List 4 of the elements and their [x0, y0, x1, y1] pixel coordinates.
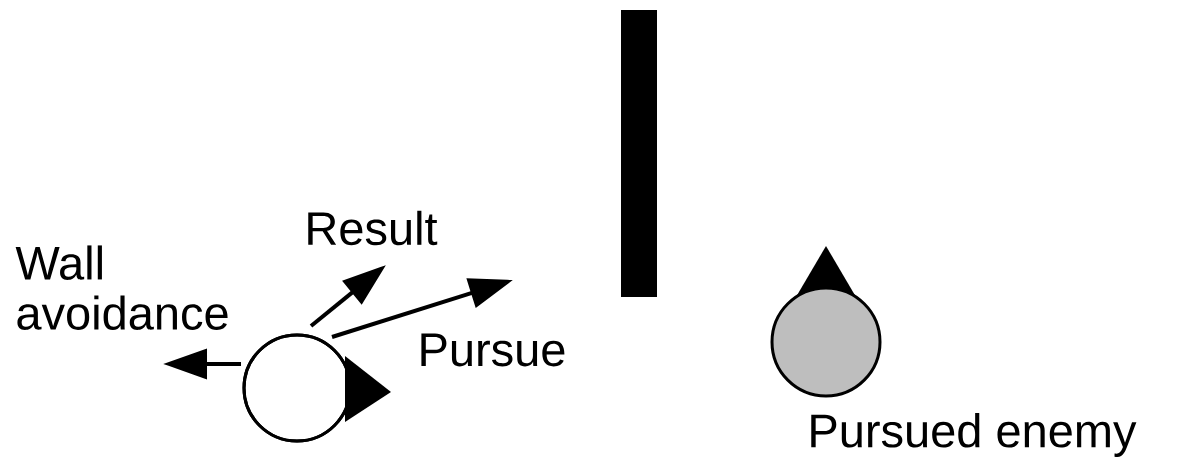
label-text: Result: [308, 210, 438, 246]
label-text: Pursue: [421, 333, 565, 367]
label-text: Wall avoidance: [15, 245, 228, 330]
label-text: Pursued enemy: [811, 413, 1137, 457]
